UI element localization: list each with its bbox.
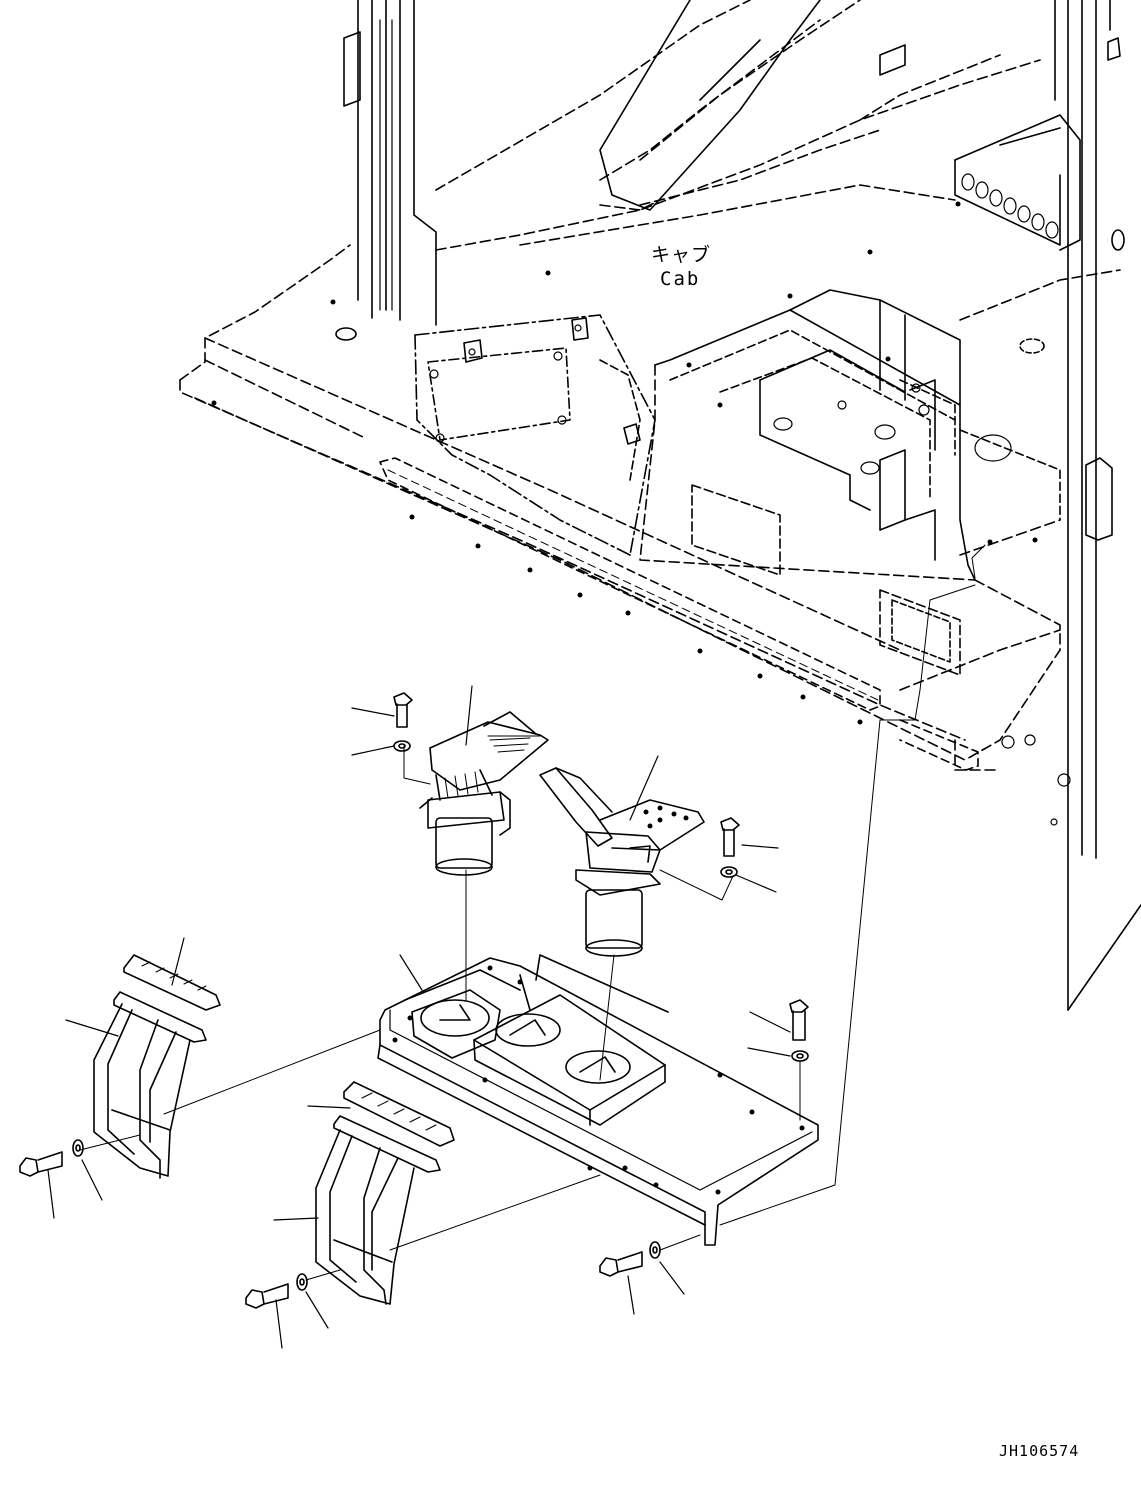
right-pedal-valve <box>540 768 704 956</box>
cab-label-japanese: キャブ <box>651 244 712 266</box>
left-pedal-valve <box>420 712 548 875</box>
console-bolts <box>430 325 581 442</box>
leader-lines <box>48 686 790 1348</box>
assembly-lines <box>80 545 985 1280</box>
panel-holes <box>962 174 1058 238</box>
console-holes <box>774 384 1070 825</box>
pedal-floor-plate <box>378 955 818 1245</box>
cab-label-english: Cab <box>660 268 701 290</box>
fasteners <box>20 693 808 1308</box>
left-foot-rest <box>94 955 220 1178</box>
right-foot-rest <box>316 1082 454 1304</box>
frame-bolts <box>211 201 1038 725</box>
drawing-number: JH106574 <box>999 1442 1080 1460</box>
cab-structure <box>180 0 1141 1010</box>
